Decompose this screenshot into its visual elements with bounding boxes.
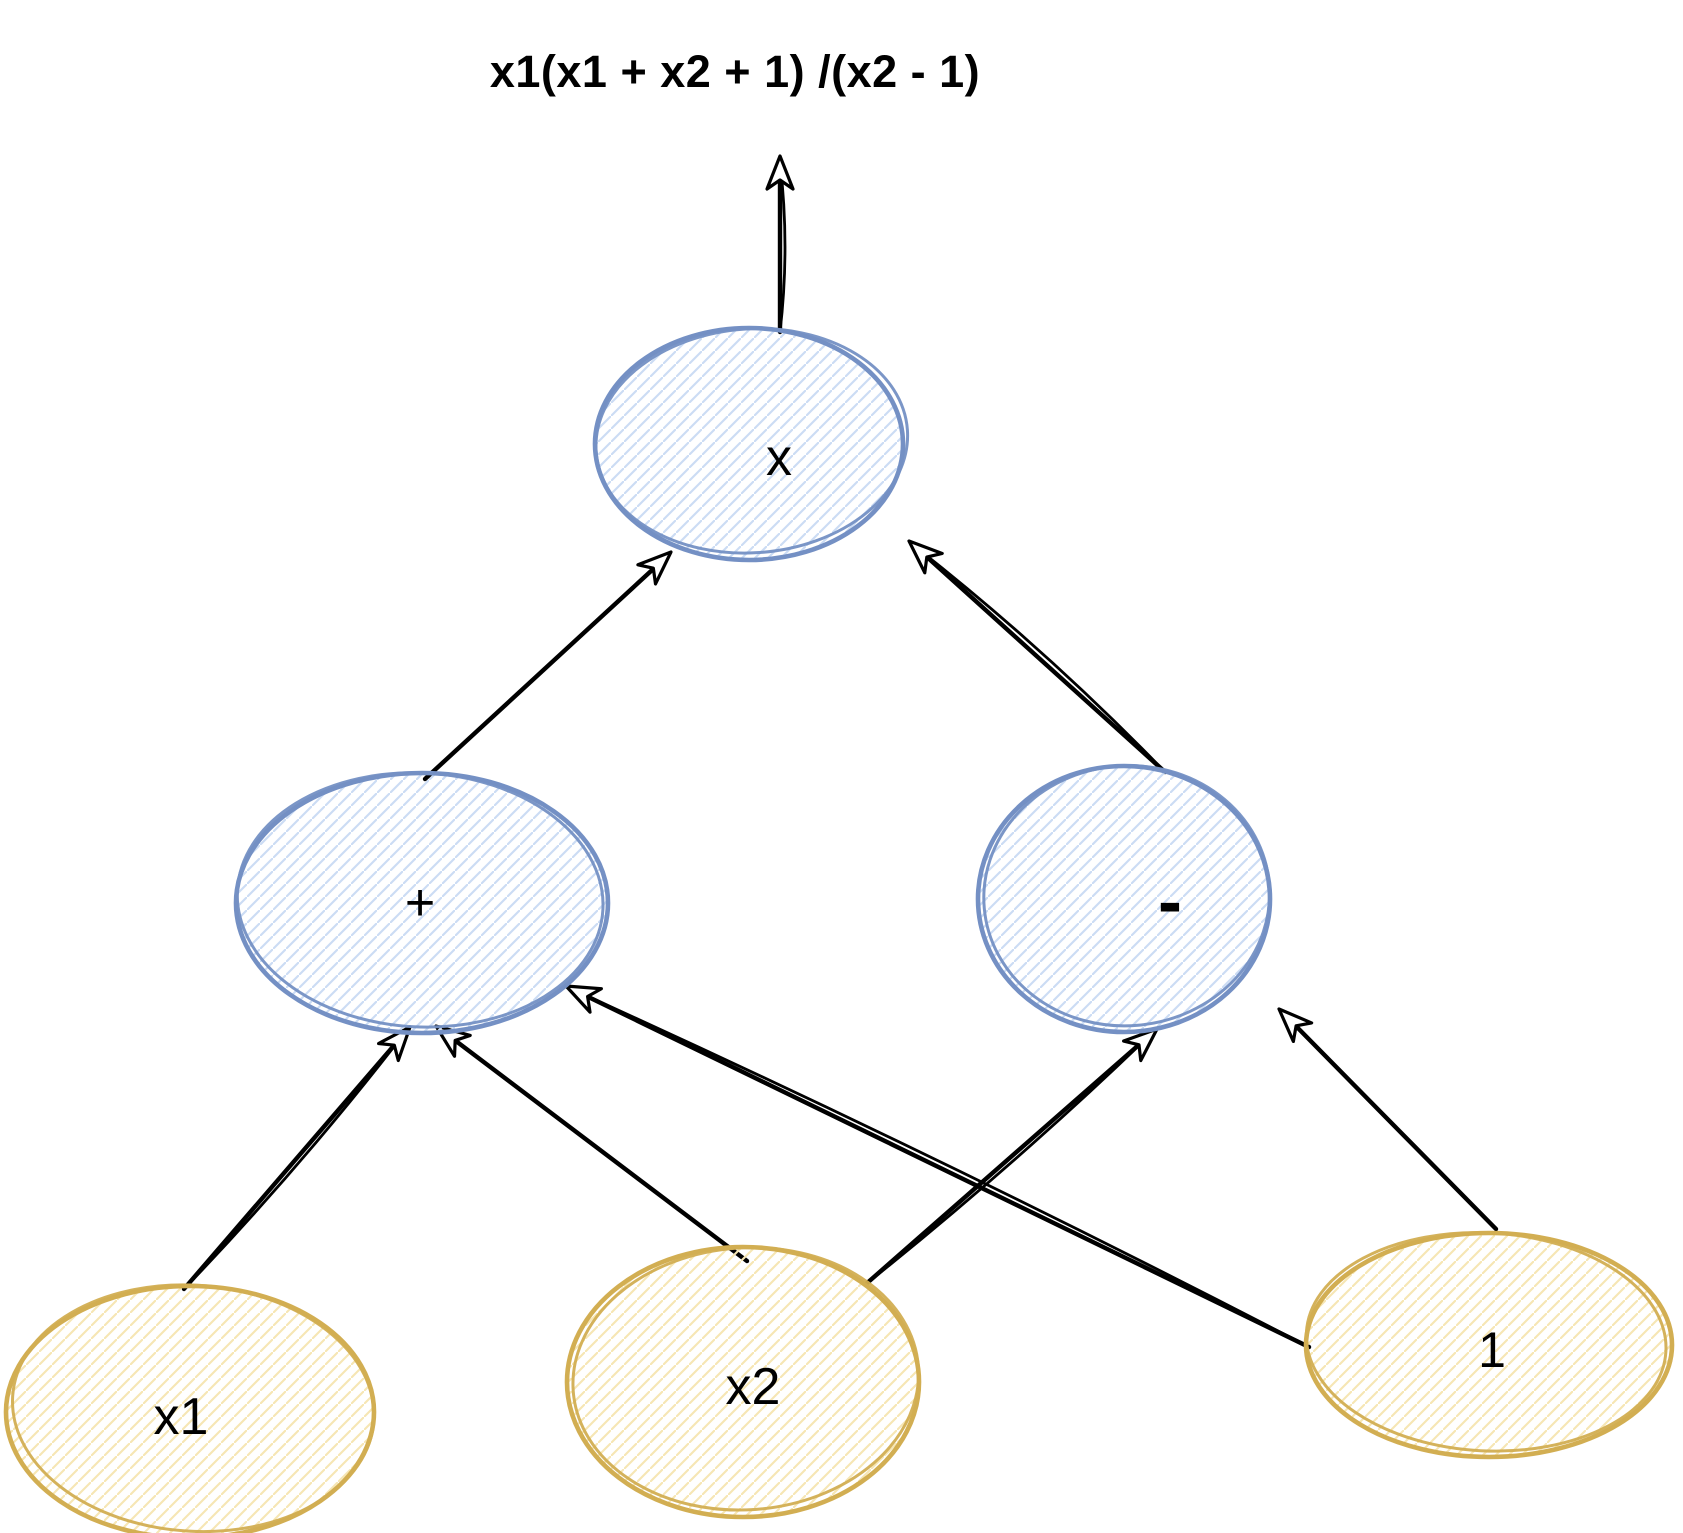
edge-line (441, 1029, 750, 1264)
node-plus[interactable]: + (231, 763, 611, 1036)
node-minus-sketch-outline (982, 764, 1272, 1028)
node-minus-label: - (1158, 862, 1182, 942)
arrowhead-icon (1277, 1007, 1314, 1044)
arrowhead-icon (564, 984, 603, 1014)
edge-line-sketch (915, 546, 1167, 774)
node-minus-shape[interactable] (975, 763, 1273, 1035)
arrowhead-icon (765, 154, 795, 191)
edge-line-sketch (572, 988, 1311, 1349)
node-multiply-label: x (766, 429, 792, 487)
node-x2-label: x2 (726, 1358, 781, 1416)
arrowhead-icon (376, 1025, 412, 1063)
edge-line-sketch (182, 1033, 405, 1291)
edge-one-minus[interactable] (1270, 1000, 1499, 1232)
node-one-sketch-outline (1304, 1231, 1668, 1453)
edge-one-plus[interactable] (560, 974, 1312, 1350)
edge-plus-multiply[interactable] (422, 542, 680, 782)
node-one[interactable]: 1 (1301, 1224, 1675, 1461)
edge-x1-plus[interactable] (181, 1019, 420, 1292)
node-x2-sketch-outline (571, 1246, 921, 1512)
arrowhead-icon (907, 539, 944, 575)
edge-x2-minus[interactable] (863, 1019, 1166, 1287)
edge-line (863, 1032, 1153, 1287)
node-x1[interactable]: x1 (3, 1273, 382, 1533)
edge-multiply-output[interactable] (765, 154, 795, 335)
node-multiply[interactable]: x (588, 318, 915, 563)
node-plus-label: + (405, 874, 435, 932)
node-plus-sketch-outline (235, 771, 605, 1029)
node-minus[interactable]: - (973, 754, 1281, 1038)
arrowhead-icon (636, 550, 673, 586)
edge-line (571, 987, 1312, 1350)
node-x1-sketch-outline (11, 1283, 376, 1533)
edge-line-sketch (864, 1033, 1152, 1286)
node-one-label: 1 (1478, 1322, 1506, 1378)
edge-line (181, 1032, 406, 1292)
node-x2[interactable]: x2 (564, 1236, 927, 1521)
edge-line (1283, 1013, 1499, 1232)
edge-minus-multiply[interactable] (900, 531, 1168, 775)
node-multiply-sketch-outline (594, 327, 910, 555)
arrowhead-icon (1122, 1027, 1159, 1063)
edge-line (422, 557, 666, 782)
edge-line (914, 545, 1168, 775)
expression-title: x1(x1 + x2 + 1) /(x2 - 1) (489, 46, 981, 97)
node-x1-label: x1 (154, 1388, 209, 1446)
